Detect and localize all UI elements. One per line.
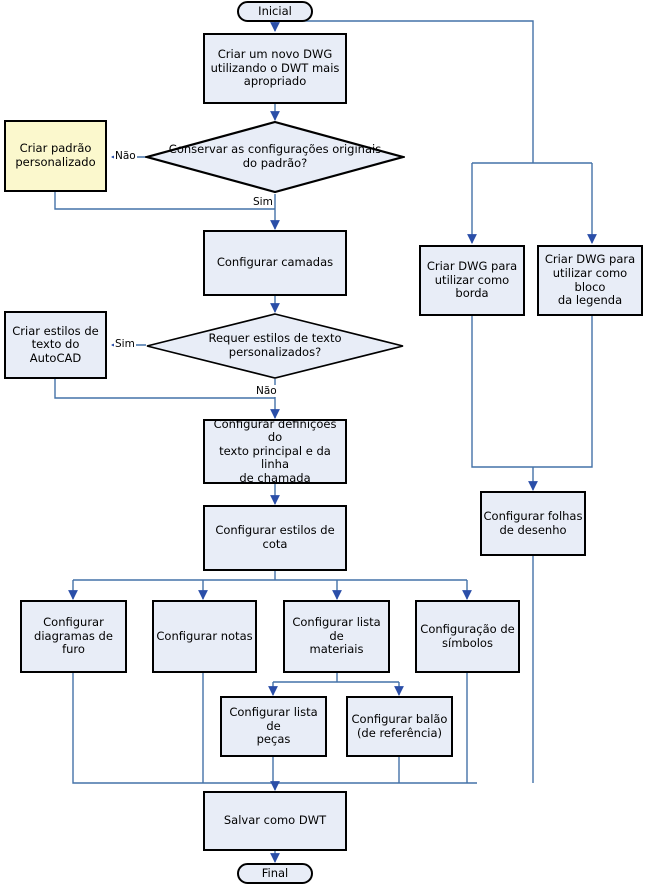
edge-border-to-sheets	[471, 316, 533, 468]
node-config-sheets[interactable]: Configurar folhas de desenho	[480, 491, 586, 556]
node-config-symbols-label: Configuração de símbolos	[420, 621, 515, 650]
node-config-text-defs[interactable]: Configurar definições do texto principal…	[203, 416, 347, 485]
node-decision-text-styles[interactable]: Requer estilos de texto personalizados?	[145, 312, 405, 380]
node-save-dwt[interactable]: Salvar como DWT	[203, 791, 347, 851]
node-config-layers[interactable]: Configurar camadas	[203, 230, 347, 296]
node-config-symbols[interactable]: Configuração de símbolos	[415, 600, 520, 673]
node-end[interactable]: Final	[237, 863, 313, 884]
node-create-dwg[interactable]: Criar um novo DWG utilizando o DWT mais …	[203, 33, 347, 104]
node-config-parts-list-label: Configurar lista de peças	[229, 705, 318, 747]
edge-label-defaults-yes: Sim	[252, 196, 274, 208]
node-start[interactable]: Inicial	[237, 1, 313, 22]
node-config-hole-charts[interactable]: Configurar diagramas de furo	[20, 600, 127, 673]
edge-label-text-styles-yes: Sim	[114, 338, 136, 350]
node-dwg-legend[interactable]: Criar DWG para utilizar como bloco da le…	[537, 245, 643, 316]
node-config-dim-styles-label: Configurar estilos de cota	[215, 523, 335, 551]
node-config-dim-styles[interactable]: Configurar estilos de cota	[203, 505, 347, 571]
node-decision-keep-defaults[interactable]: Conservar as configurações originais do …	[145, 120, 405, 194]
edge-label-text-styles-no: Não	[255, 385, 278, 397]
node-dwg-border[interactable]: Criar DWG para utilizar como borda	[419, 245, 525, 316]
node-config-sheets-label: Configurar folhas de desenho	[483, 508, 583, 537]
node-config-balloon-label: Configurar balão (de referência)	[351, 711, 448, 740]
node-config-hole-charts-label: Configurar diagramas de furo	[34, 615, 113, 657]
node-decision-keep-defaults-label: Conservar as configurações originais do …	[168, 142, 382, 170]
node-start-label: Inicial	[258, 3, 292, 18]
node-decision-text-styles-label: Requer estilos de texto personalizados?	[208, 331, 342, 359]
edge-legend-to-sheets	[533, 316, 593, 468]
node-config-text-defs-label: Configurar definições do texto principal…	[213, 416, 337, 485]
node-create-text-styles[interactable]: Criar estilos de texto do AutoCAD	[4, 311, 107, 379]
node-custom-standard[interactable]: Criar padrão personalizado	[4, 120, 107, 192]
node-save-dwt-label: Salvar como DWT	[223, 813, 327, 828]
node-config-balloon[interactable]: Configurar balão (de referência)	[346, 696, 453, 757]
node-custom-standard-label: Criar padrão personalizado	[15, 141, 96, 169]
edge-text-styles-back-to-main	[54, 379, 275, 399]
node-config-notes[interactable]: Configurar notas	[152, 600, 257, 673]
node-config-bom[interactable]: Configurar lista de materiais	[283, 600, 390, 673]
edge-label-defaults-no: Não	[114, 150, 137, 162]
decision-shape	[146, 313, 404, 379]
node-dwg-border-label: Criar DWG para utilizar como borda	[426, 259, 518, 301]
node-end-label: Final	[261, 865, 289, 880]
node-create-dwg-label: Criar um novo DWG utilizando o DWT mais …	[210, 47, 340, 89]
node-config-notes-label: Configurar notas	[156, 628, 253, 643]
edge-custom-back-to-main	[54, 192, 275, 210]
node-dwg-legend-label: Criar DWG para utilizar como bloco da le…	[544, 252, 636, 308]
node-create-text-styles-label: Criar estilos de texto do AutoCAD	[12, 323, 99, 365]
node-config-layers-label: Configurar camadas	[216, 255, 334, 270]
node-config-bom-label: Configurar lista de materiais	[292, 615, 381, 657]
node-config-parts-list[interactable]: Configurar lista de peças	[220, 696, 327, 757]
